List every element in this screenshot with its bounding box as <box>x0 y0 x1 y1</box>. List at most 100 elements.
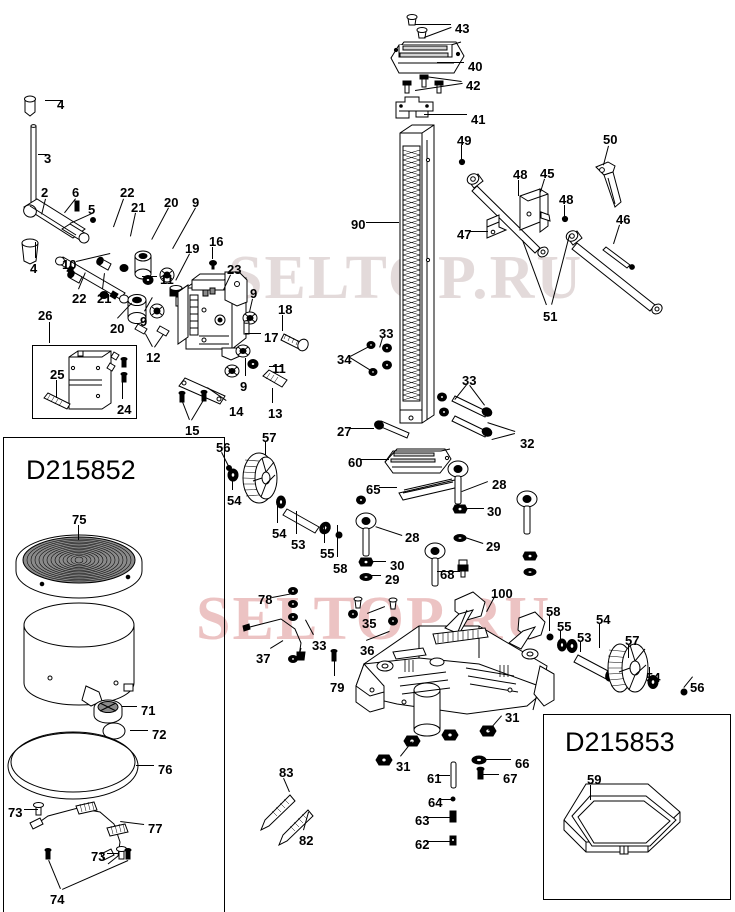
subassembly-title-d215852: D215852 <box>26 455 136 485</box>
callout-number: 11 <box>272 361 286 376</box>
leader-line <box>437 62 464 63</box>
washers-78-33 <box>288 587 298 663</box>
callout-number: 53 <box>291 537 306 552</box>
callout-number: 35 <box>362 616 377 631</box>
callout-number: 9 <box>192 195 200 210</box>
callout-number: 37 <box>256 651 271 666</box>
wheel-assembly-right <box>546 633 688 696</box>
callout-number: 53 <box>577 630 592 645</box>
callout-number: 20 <box>164 195 179 210</box>
part-47-bracket <box>486 214 508 239</box>
part-2-tube <box>23 198 90 244</box>
part-17-18 <box>243 320 309 352</box>
part-28-eyebolts <box>355 460 538 587</box>
callout-number: 10 <box>62 257 77 272</box>
part-37-handle <box>242 618 306 661</box>
part-50-handle <box>595 161 622 208</box>
callout-number: 65 <box>366 482 381 497</box>
callout-number: 30 <box>390 558 405 573</box>
leader-line <box>437 775 450 776</box>
callout-number: 36 <box>360 643 375 658</box>
callout-number: 48 <box>559 192 574 207</box>
part-12-pins <box>134 323 170 337</box>
callout-number: 28 <box>405 530 420 545</box>
callout-number: 14 <box>229 404 244 419</box>
callout-number: 45 <box>540 166 555 181</box>
callout-number: 34 <box>337 352 352 367</box>
callout-number: 24 <box>117 402 132 417</box>
leader-line <box>350 428 374 429</box>
part-41-plate <box>395 96 434 119</box>
callout-number: 73 <box>8 805 23 820</box>
callout-number: 6 <box>72 185 80 200</box>
part-45-bracket <box>519 188 551 233</box>
leader-line <box>107 853 119 854</box>
part-32-bolts <box>451 395 493 438</box>
subassembly-box-d215852 <box>3 437 225 912</box>
callout-number: 46 <box>616 212 631 227</box>
callout-number: 28 <box>492 477 507 492</box>
subassembly-title-d215853: D215853 <box>565 727 675 757</box>
callout-number: 18 <box>278 302 293 317</box>
callout-number: 4 <box>30 261 38 276</box>
leader-line <box>269 366 282 367</box>
callout-number: 43 <box>455 21 470 36</box>
part-27-bolt <box>374 420 410 439</box>
callout-number: 58 <box>546 604 561 619</box>
part-79-pin <box>330 649 338 662</box>
callout-number: 59 <box>587 772 602 787</box>
callout-number: 78 <box>258 592 273 607</box>
callout-number: 31 <box>505 710 520 725</box>
callout-number: 76 <box>158 762 173 777</box>
callout-number: 63 <box>415 813 430 828</box>
parts-35-36 <box>348 596 398 626</box>
callout-number: 49 <box>457 133 472 148</box>
callout-number: 62 <box>415 837 430 852</box>
callout-number: 72 <box>152 727 167 742</box>
parts-29-30-nuts <box>356 495 538 581</box>
callout-number: 9 <box>250 286 258 301</box>
callout-number: 60 <box>348 455 363 470</box>
parts-66-67 <box>471 755 487 780</box>
callout-number: 42 <box>466 78 481 93</box>
parts-61-62-63-64 <box>449 761 457 846</box>
callout-number: 57 <box>262 430 277 445</box>
callout-number: 67 <box>503 771 518 786</box>
callout-number: 27 <box>337 424 352 439</box>
washers-33-34 <box>366 341 449 417</box>
callout-number: 61 <box>427 771 442 786</box>
parts-31-nuts <box>375 725 497 766</box>
callout-number: 66 <box>515 756 530 771</box>
callout-number: 71 <box>141 703 156 718</box>
callout-number: 11 <box>160 272 174 287</box>
callout-number: 73 <box>91 849 106 864</box>
callout-number: 26 <box>38 308 53 323</box>
leader-line <box>361 459 389 460</box>
callout-number: 64 <box>428 795 443 810</box>
callout-number: 4 <box>57 97 65 112</box>
leader-line <box>366 222 399 223</box>
callout-number: 2 <box>41 185 49 200</box>
callout-number: 30 <box>487 504 502 519</box>
callout-number: 54 <box>646 670 661 685</box>
callout-number: 32 <box>520 436 535 451</box>
part-68-fitting <box>457 559 469 578</box>
callout-number: 3 <box>44 151 52 166</box>
part-23-carriage <box>177 271 248 361</box>
part-9-bushings <box>224 311 258 378</box>
part-15-screws <box>178 389 208 403</box>
callout-number: 54 <box>227 493 242 508</box>
callout-number: 29 <box>486 539 501 554</box>
callout-number: 33 <box>379 326 394 341</box>
callout-number: 100 <box>491 586 513 601</box>
part-26-box-contents <box>43 350 128 410</box>
callout-number: 55 <box>557 619 572 634</box>
leader-line <box>426 841 450 842</box>
callout-number: 19 <box>185 241 200 256</box>
part-60-clamp <box>384 448 452 474</box>
part-13-coupler <box>262 369 288 388</box>
callout-number: 79 <box>330 680 345 695</box>
part-73-screws <box>33 802 127 860</box>
callout-number: 13 <box>268 406 283 421</box>
